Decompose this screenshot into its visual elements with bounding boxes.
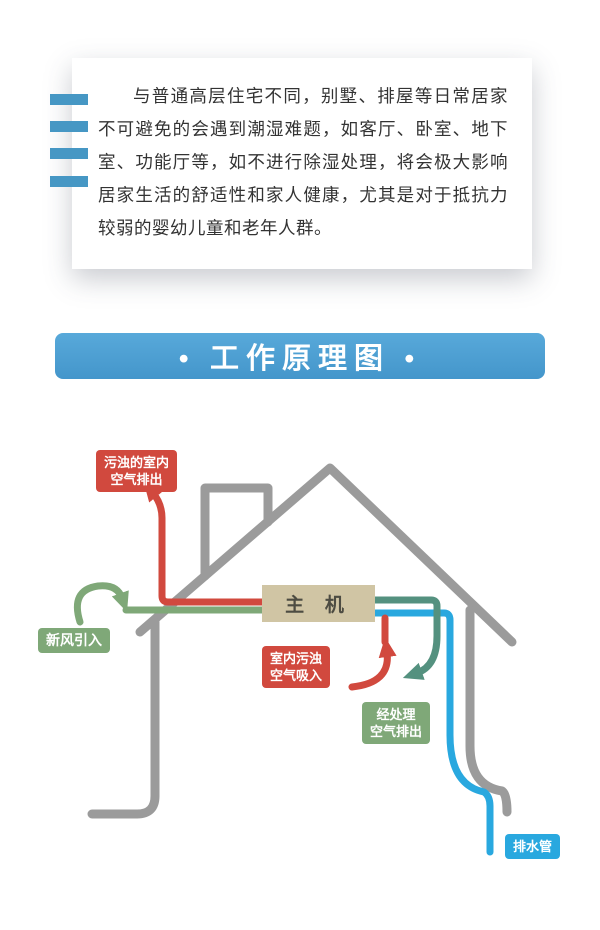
intro-card: 与普通高层住宅不同，别墅、排屋等日常居家不可避免的会遇到潮湿难题，如客厅、卧室、… (72, 58, 532, 269)
section-title: • 工作原理图 • (178, 343, 422, 375)
accent-bar-2 (50, 121, 88, 132)
polluted-exhaust-pipe-arrow (143, 481, 272, 606)
accent-bar-3 (50, 148, 88, 159)
label-fresh-air-intake: 新风引入 (38, 628, 110, 653)
house-chimney (200, 483, 273, 581)
accent-bar-1 (50, 94, 88, 105)
house-outline (87, 463, 517, 819)
drain-pipe-line (366, 609, 494, 856)
indoor-intake-arrow (348, 637, 397, 691)
house-left-wall (87, 617, 160, 819)
main-unit-box: 主 机 (262, 585, 375, 622)
intro-paragraph: 与普通高层住宅不同，别墅、排屋等日常居家不可避免的会遇到潮湿难题，如客厅、卧室、… (98, 86, 508, 238)
diagram-canvas (73, 463, 517, 856)
label-polluted-air-exhaust: 污浊的室内 空气排出 (96, 450, 178, 492)
treated-exhaust-pipe-arrow (366, 596, 441, 680)
house-right-wall (465, 605, 512, 817)
section-title-banner: • 工作原理图 • (55, 333, 545, 379)
fresh-air-arrow (73, 582, 129, 626)
label-indoor-air-intake: 室内污浊 空气吸入 (262, 646, 331, 688)
label-treated-air-exhaust: 经处理 空气排出 (362, 702, 431, 744)
label-drain-pipe: 排水管 (505, 834, 561, 859)
working-principle-diagram: 主 机 污浊的室内 空气排出 新风引入 室内污浊 空气吸入 经处理 空气排出 排… (0, 440, 600, 930)
accent-bar-4 (50, 176, 88, 187)
